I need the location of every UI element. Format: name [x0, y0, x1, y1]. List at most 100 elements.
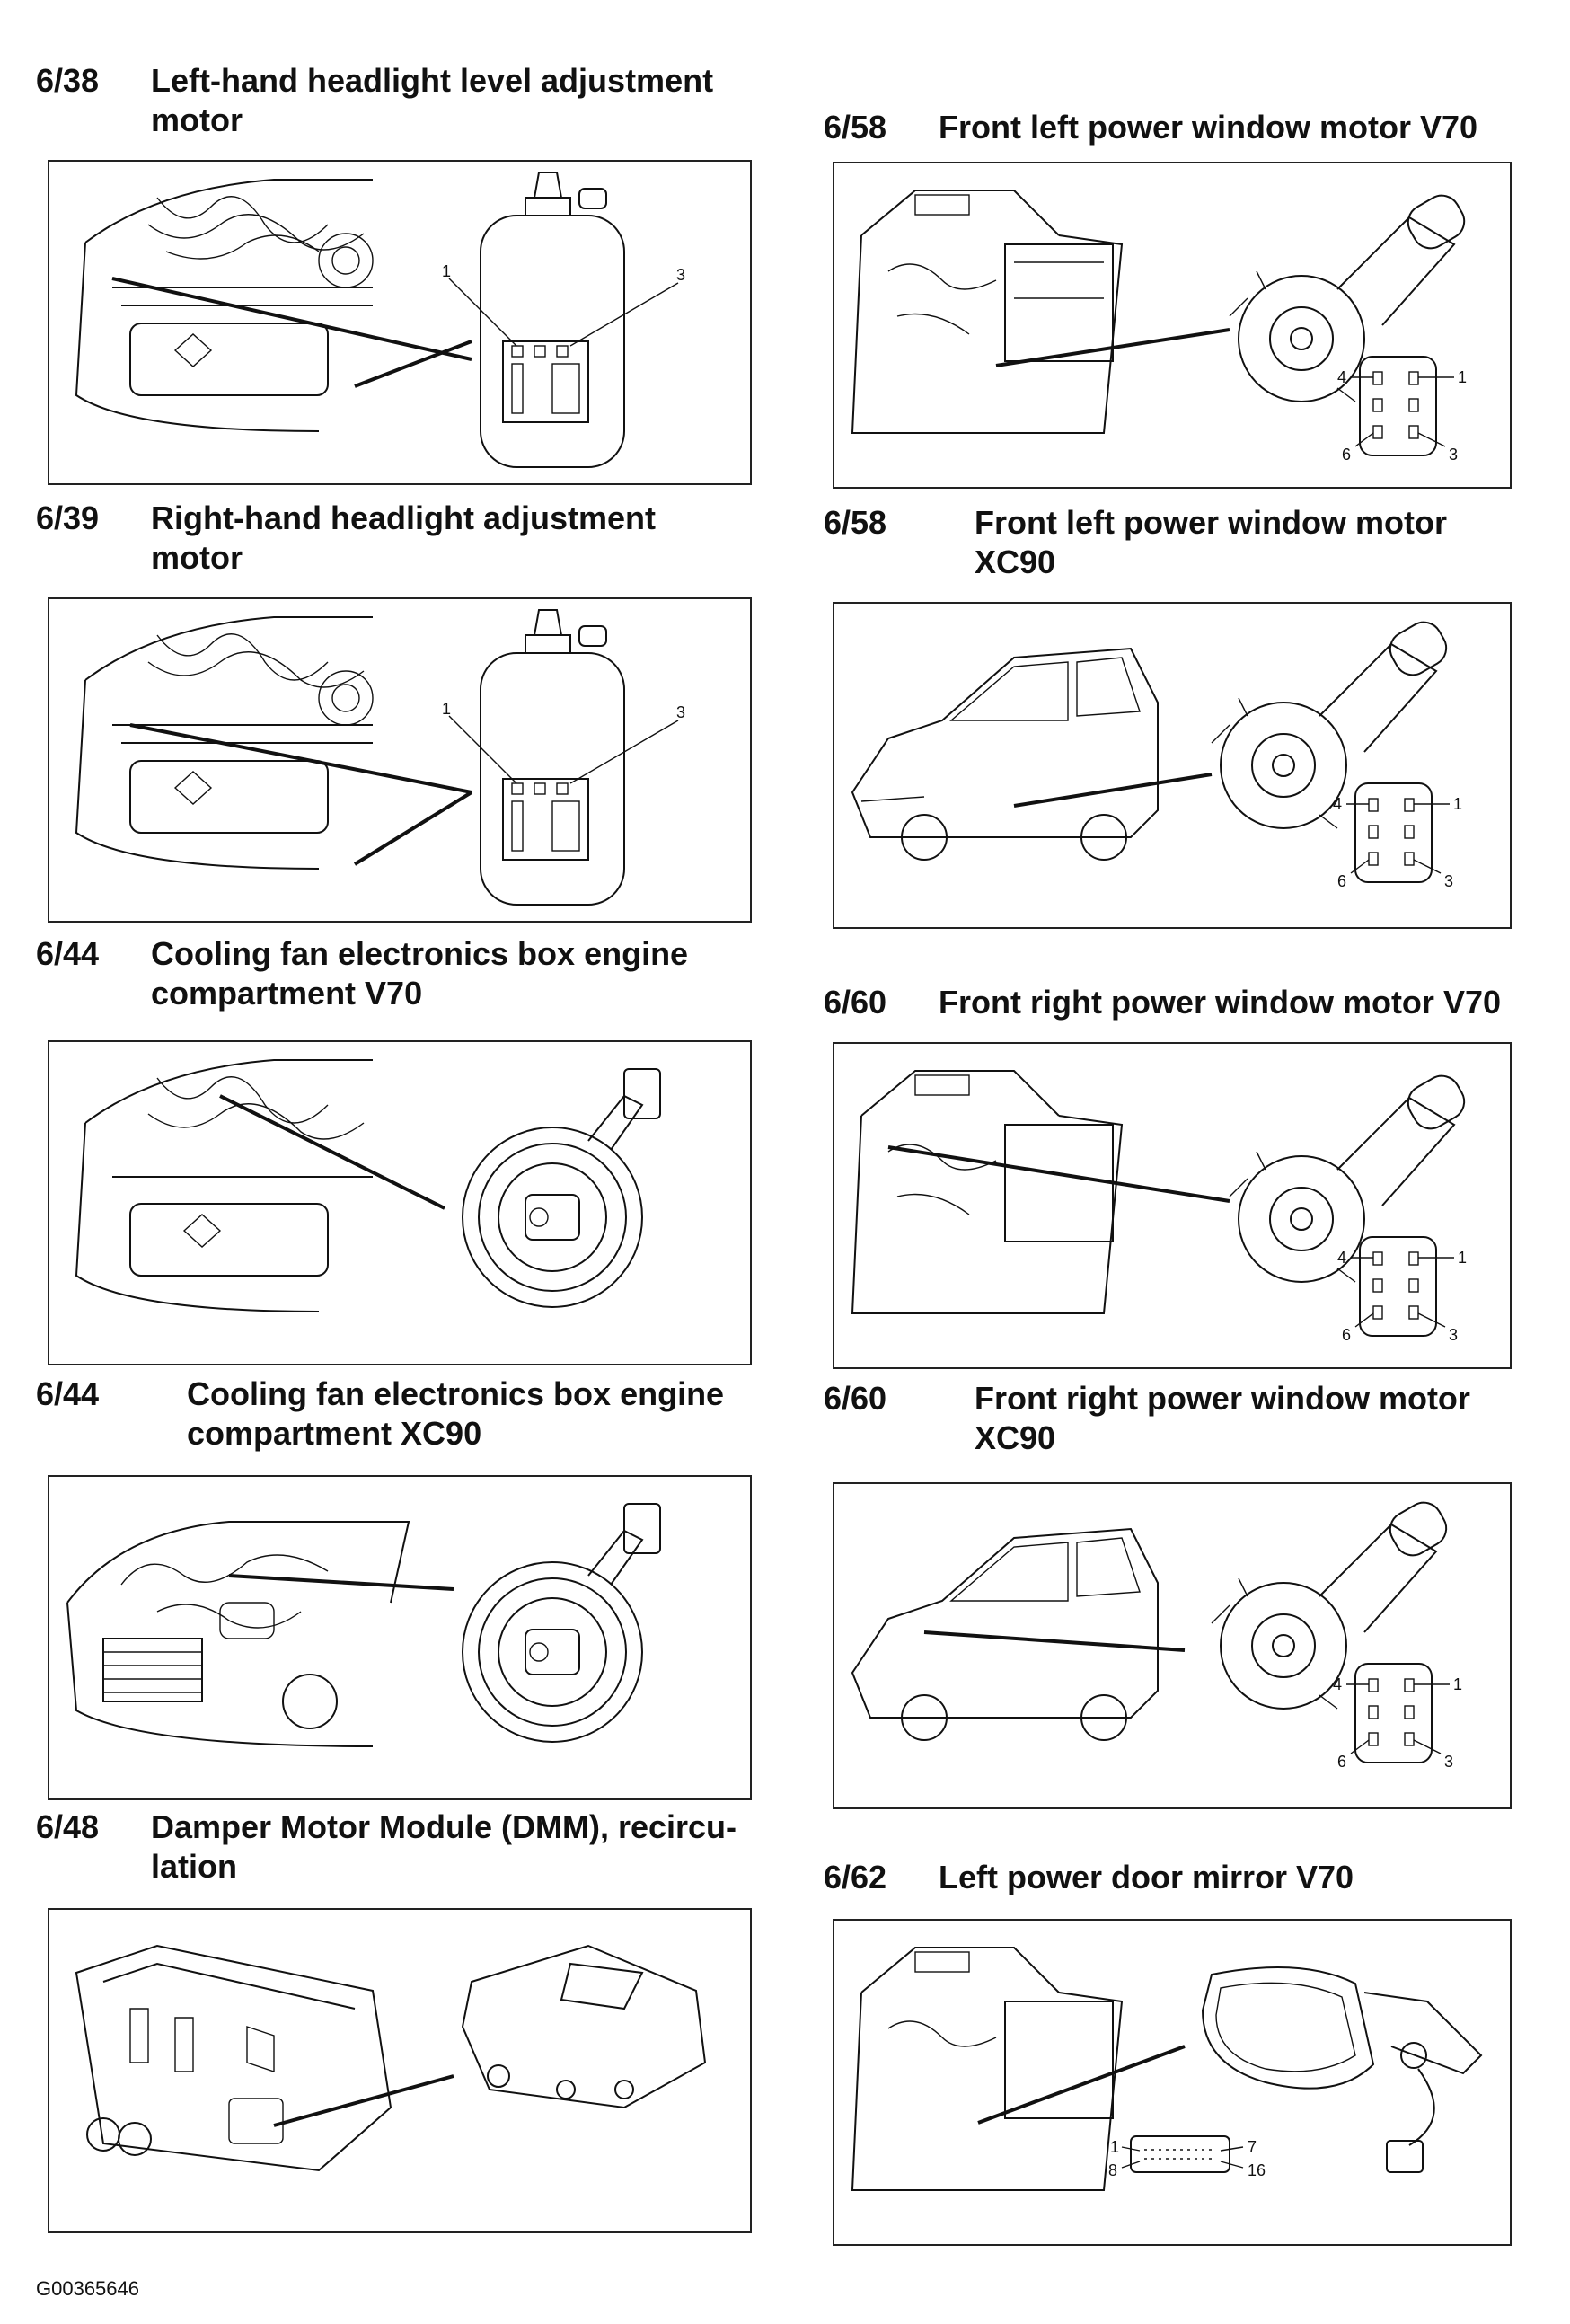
motor-body [1211, 1501, 1448, 1710]
section-title-line1: Front left power window motor [975, 504, 1447, 541]
pin-4-label: 4 [1337, 368, 1346, 386]
car-side-drawing [851, 190, 1124, 434]
heading-6-60-xc90: 6/60 Front right power window motor XC90 [824, 1379, 1560, 1460]
section-title-line1: Right-hand headlight adjustment [151, 499, 656, 536]
pin-3-label: 3 [1449, 1326, 1458, 1344]
leader-line [1013, 773, 1213, 808]
motor-body [1211, 621, 1448, 829]
engine-bay-drawing [75, 616, 374, 870]
section-title-line1: Left-hand headlight level adjustment [151, 62, 714, 99]
pin-6-label: 6 [1342, 446, 1351, 464]
connector-6-pin [1346, 1663, 1450, 1763]
pin-4-label: 4 [1333, 795, 1342, 813]
pin-1-label: 1 [1453, 1675, 1462, 1693]
section-title-line1: Cooling fan electronics box engine [151, 935, 689, 972]
motor-body [1229, 194, 1466, 402]
figure-window-motor-fl-xc90: 4 1 6 3 [833, 602, 1512, 929]
pin-3-leader [569, 720, 679, 784]
leader-line [887, 1145, 1230, 1203]
heading-6-38: 6/38 Left-hand headlight level adjustmen… [36, 61, 754, 142]
connector-16-pin [1121, 2135, 1244, 2173]
leader-line [129, 723, 472, 794]
motor-body [480, 172, 625, 468]
leader-line [273, 2074, 454, 2127]
figure-door-mirror-v70: 1 7 8 16 [833, 1919, 1512, 2246]
section-number: 6/58 [824, 109, 887, 146]
pin-8-label: 8 [1108, 2161, 1117, 2179]
section-title-line1: Left power door mirror V70 [939, 1859, 1354, 1895]
section-title-line2: motor [151, 102, 243, 138]
heading-6-60-v70: 6/60 Front right power window motor V70 [824, 983, 1560, 1026]
fan-box [462, 1068, 661, 1308]
leader-line [219, 1094, 445, 1210]
pin-1-leader [448, 715, 517, 784]
section-number: 6/60 [824, 984, 887, 1021]
heading-6-58-v70: 6/58 Front left power window motor V70 [824, 108, 1542, 151]
pin-1-leader [448, 278, 517, 347]
pin-1-label: 1 [1458, 368, 1467, 386]
pin-3-label: 3 [1444, 1753, 1453, 1771]
pin-3-label: 3 [1444, 872, 1453, 890]
cooling-fan-illustration [66, 1503, 661, 1747]
figure-window-motor-fl-v70: 4 1 6 3 [833, 162, 1512, 489]
pin-6-label: 6 [1337, 1753, 1346, 1771]
section-title-line1: Front right power window motor [975, 1380, 1470, 1417]
figure-cooling-fan-xc90 [48, 1475, 752, 1800]
section-number: 6/48 [36, 1808, 100, 1845]
leader-line [228, 1574, 454, 1591]
window-motor-illustration: 4 1 6 3 [851, 1070, 1467, 1344]
hvac-unit-drawing [75, 1944, 392, 2172]
pin-6-label: 6 [1342, 1326, 1351, 1344]
section-number: 6/44 [36, 935, 100, 972]
section-number: 6/38 [36, 62, 100, 99]
leader-line [111, 277, 472, 361]
leader-line-2 [354, 340, 472, 388]
section-number: 6/62 [824, 1859, 887, 1895]
figure-headlight-motor-right: 1 3 [48, 597, 752, 923]
cooling-fan-illustration [75, 1059, 661, 1312]
heading-6-48: 6/48 Damper Motor Module (DMM), recircu-… [36, 1807, 772, 1888]
section-title-line1: Cooling fan electronics box engine [187, 1375, 725, 1412]
section-title-line2: compartment V70 [151, 975, 423, 1012]
heading-6-39: 6/39 Right-hand headlight adjustment mot… [36, 499, 754, 579]
connector-6-pin [1346, 782, 1450, 883]
door-mirror-illustration: 1 7 8 16 [851, 1947, 1483, 2191]
section-title-line2: XC90 [975, 1419, 1056, 1456]
motor-body [480, 609, 625, 906]
damper-motor-body [461, 1944, 707, 2109]
section-title-line2: motor [151, 539, 243, 576]
section-number: 6/58 [824, 504, 887, 541]
pin-4-label: 4 [1333, 1675, 1342, 1693]
pin-1-label: 1 [1453, 795, 1462, 813]
figure-headlight-motor-left: 1 3 [48, 160, 752, 485]
mirror-body [1201, 1966, 1483, 2173]
damper-motor-illustration [75, 1944, 707, 2172]
connector-6-pin [1351, 1236, 1454, 1337]
window-motor-illustration: 4 1 6 3 [851, 1501, 1462, 1771]
motor-body [1229, 1074, 1466, 1283]
heading-6-44-xc90: 6/44 Cooling fan electronics box engine … [36, 1374, 754, 1455]
pin-1-label: 1 [1110, 2138, 1119, 2156]
window-motor-illustration: 4 1 6 3 [851, 190, 1467, 464]
pin-1-label: 1 [442, 262, 451, 280]
leader-line [923, 1630, 1186, 1652]
window-motor-illustration: 4 1 6 3 [851, 621, 1462, 890]
car-side-drawing [851, 1947, 1124, 2191]
leader-line [977, 2045, 1186, 2125]
pin-6-label: 6 [1337, 872, 1346, 890]
leader-line-2 [353, 791, 473, 866]
pin-3-label: 3 [676, 703, 685, 721]
figure-cooling-fan-v70 [48, 1040, 752, 1365]
car-side-drawing [851, 1070, 1124, 1314]
section-number: 6/44 [36, 1375, 100, 1412]
pin-3-label: 3 [676, 266, 685, 284]
figure-window-motor-fr-xc90: 4 1 6 3 [833, 1482, 1512, 1809]
pin-1-label: 1 [442, 700, 451, 718]
section-title-line1: Front left power window motor V70 [939, 109, 1478, 146]
heading-6-44-v70: 6/44 Cooling fan electronics box engine … [36, 934, 754, 1015]
section-title-line2: lation [151, 1848, 237, 1885]
headlight-motor-illustration: 1 3 [75, 172, 685, 468]
pin-4-label: 4 [1337, 1249, 1346, 1267]
engine-bay-drawing [75, 1059, 373, 1312]
suv-drawing [851, 647, 1159, 861]
